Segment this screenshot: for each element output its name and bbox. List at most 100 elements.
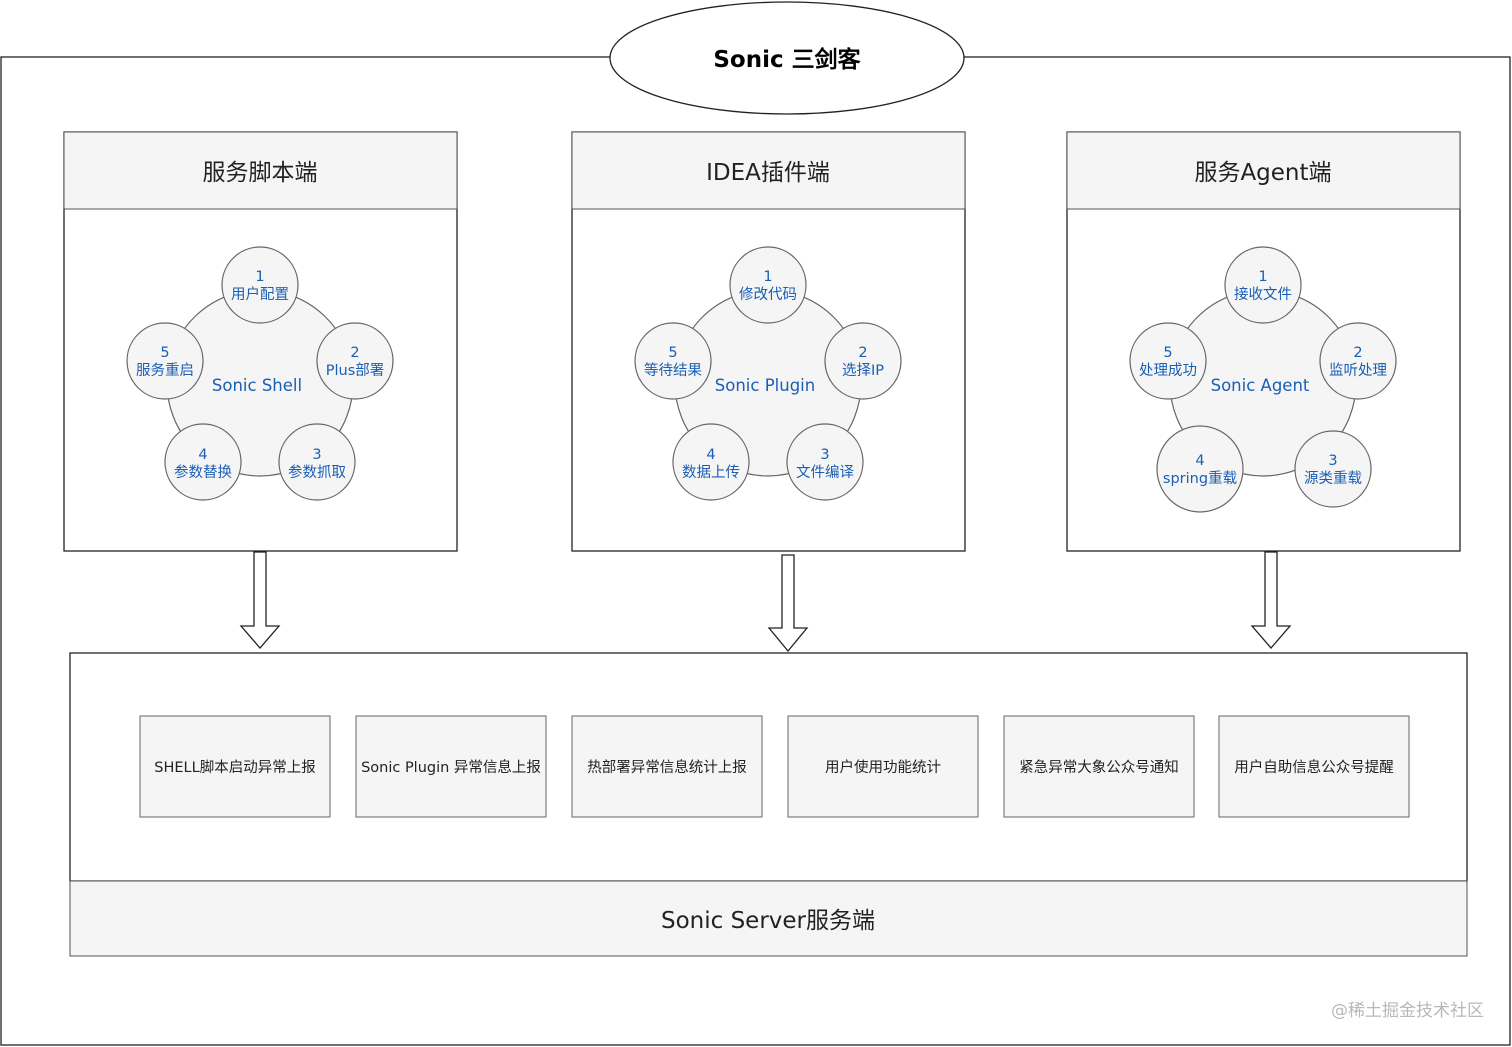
function-box bbox=[355, 715, 547, 818]
step-4: 4 参数替换 bbox=[164, 423, 242, 501]
step-3: 3 文件编译 bbox=[786, 423, 864, 501]
step-3: 3 源类重载 bbox=[1294, 430, 1372, 508]
hub-label: Sonic Shell bbox=[212, 376, 302, 395]
step-circle bbox=[221, 246, 299, 324]
step-circle bbox=[729, 246, 807, 324]
step-label: 服务重启 bbox=[136, 362, 194, 379]
server-function-2: Sonic Plugin 异常信息上报 bbox=[355, 715, 547, 818]
step-2: 2 选择IP bbox=[824, 322, 902, 400]
step-circle bbox=[672, 423, 750, 501]
step-1: 1 接收文件 bbox=[1224, 246, 1302, 324]
function-box bbox=[1218, 715, 1410, 818]
step-label: 用户配置 bbox=[231, 286, 289, 303]
step-circle bbox=[1129, 322, 1207, 400]
function-label: 热部署异常信息统计上报 bbox=[587, 759, 747, 776]
step-2: 2 监听处理 bbox=[1319, 322, 1397, 400]
step-label: 文件编译 bbox=[796, 464, 854, 481]
function-box bbox=[1003, 715, 1195, 818]
step-label: 数据上传 bbox=[682, 464, 740, 481]
arrow-plugin-to-server bbox=[767, 554, 809, 653]
server-function-1: SHELL脚本启动异常上报 bbox=[139, 715, 331, 818]
step-circle bbox=[278, 423, 356, 501]
function-label: SHELL脚本启动异常上报 bbox=[154, 759, 315, 776]
step-number: 2 bbox=[858, 345, 867, 361]
step-number: 4 bbox=[198, 447, 207, 463]
step-label: 修改代码 bbox=[739, 286, 797, 303]
step-number: 5 bbox=[668, 345, 677, 361]
function-box bbox=[571, 715, 763, 818]
step-number: 5 bbox=[160, 345, 169, 361]
diagram-title: Sonic 三剑客 bbox=[713, 46, 861, 73]
function-label: 用户自助信息公众号提醒 bbox=[1234, 759, 1394, 776]
server-function-4: 用户使用功能统计 bbox=[787, 715, 979, 818]
step-label: 参数替换 bbox=[174, 464, 232, 481]
module-header bbox=[571, 131, 966, 210]
arrow-agent-to-server bbox=[1250, 551, 1292, 649]
step-label: 源类重载 bbox=[1304, 470, 1362, 487]
step-number: 4 bbox=[1195, 453, 1204, 469]
step-circle bbox=[824, 322, 902, 400]
step-1: 1 用户配置 bbox=[221, 246, 299, 324]
step-5: 5 处理成功 bbox=[1129, 322, 1207, 400]
module-shell: 服务脚本端 Sonic Shell 1 用户配置 2 Plus部署 3 参数抓取… bbox=[63, 131, 458, 552]
step-number: 3 bbox=[820, 447, 829, 463]
arrow-shell-to-server bbox=[239, 551, 281, 649]
step-number: 1 bbox=[1258, 269, 1267, 285]
server-function-5: 紧急异常大象公众号通知 bbox=[1003, 715, 1195, 818]
step-5: 5 等待结果 bbox=[634, 322, 712, 400]
step-label: 监听处理 bbox=[1329, 362, 1387, 379]
step-circle bbox=[316, 322, 394, 400]
module-agent: 服务Agent端 Sonic Agent 1 接收文件 2 监听处理 3 源类重… bbox=[1066, 131, 1461, 552]
step-4: 4 spring重载 bbox=[1156, 425, 1244, 513]
module-header-label: 服务Agent端 bbox=[1194, 160, 1331, 186]
function-label: 紧急异常大象公众号通知 bbox=[1019, 759, 1179, 776]
step-circle bbox=[1224, 246, 1302, 324]
step-label: 处理成功 bbox=[1139, 362, 1197, 379]
module-header-label: 服务脚本端 bbox=[203, 160, 318, 186]
function-box bbox=[139, 715, 331, 818]
step-number: 3 bbox=[1328, 453, 1337, 469]
step-5: 5 服务重启 bbox=[126, 322, 204, 400]
step-4: 4 数据上传 bbox=[672, 423, 750, 501]
step-label: 选择IP bbox=[842, 362, 884, 379]
server-label: Sonic Server服务端 bbox=[661, 908, 875, 934]
step-label: 参数抓取 bbox=[288, 464, 346, 481]
step-label: 等待结果 bbox=[644, 361, 702, 379]
function-label: 用户使用功能统计 bbox=[825, 759, 941, 776]
step-number: 2 bbox=[350, 345, 359, 361]
step-1: 1 修改代码 bbox=[729, 246, 807, 324]
step-3: 3 参数抓取 bbox=[278, 423, 356, 501]
hub-label: Sonic Agent bbox=[1211, 376, 1310, 395]
watermark: @稀土掘金技术社区 bbox=[1331, 1001, 1484, 1021]
server-footer bbox=[69, 880, 1468, 957]
module-header bbox=[1066, 131, 1461, 210]
step-circle bbox=[786, 423, 864, 501]
step-circle bbox=[1319, 322, 1397, 400]
step-number: 4 bbox=[706, 447, 715, 463]
server-function-3: 热部署异常信息统计上报 bbox=[571, 715, 763, 818]
module-plugin: IDEA插件端 Sonic Plugin 1 修改代码 2 选择IP 3 文件编… bbox=[571, 131, 966, 552]
step-label: 接收文件 bbox=[1234, 286, 1292, 303]
step-circle bbox=[634, 322, 712, 400]
step-label: Plus部署 bbox=[326, 362, 385, 379]
step-number: 1 bbox=[255, 269, 264, 285]
step-number: 1 bbox=[763, 269, 772, 285]
server-container: SHELL脚本启动异常上报 Sonic Plugin 异常信息上报 热部署异常信… bbox=[69, 652, 1468, 957]
function-label: Sonic Plugin 异常信息上报 bbox=[361, 759, 541, 776]
module-header bbox=[63, 131, 458, 210]
step-number: 5 bbox=[1163, 345, 1172, 361]
step-label: spring重载 bbox=[1163, 470, 1237, 487]
step-circle bbox=[164, 423, 242, 501]
step-circle bbox=[126, 322, 204, 400]
step-circle bbox=[1156, 425, 1244, 513]
step-2: 2 Plus部署 bbox=[316, 322, 394, 400]
hub-label: Sonic Plugin bbox=[715, 376, 815, 395]
module-header-label: IDEA插件端 bbox=[706, 160, 830, 186]
title-ellipse bbox=[609, 1, 965, 115]
server-function-6: 用户自助信息公众号提醒 bbox=[1218, 715, 1410, 818]
title-node: Sonic 三剑客 bbox=[609, 1, 965, 115]
function-box bbox=[787, 715, 979, 818]
step-number: 3 bbox=[312, 447, 321, 463]
step-number: 2 bbox=[1353, 345, 1362, 361]
step-circle bbox=[1294, 430, 1372, 508]
